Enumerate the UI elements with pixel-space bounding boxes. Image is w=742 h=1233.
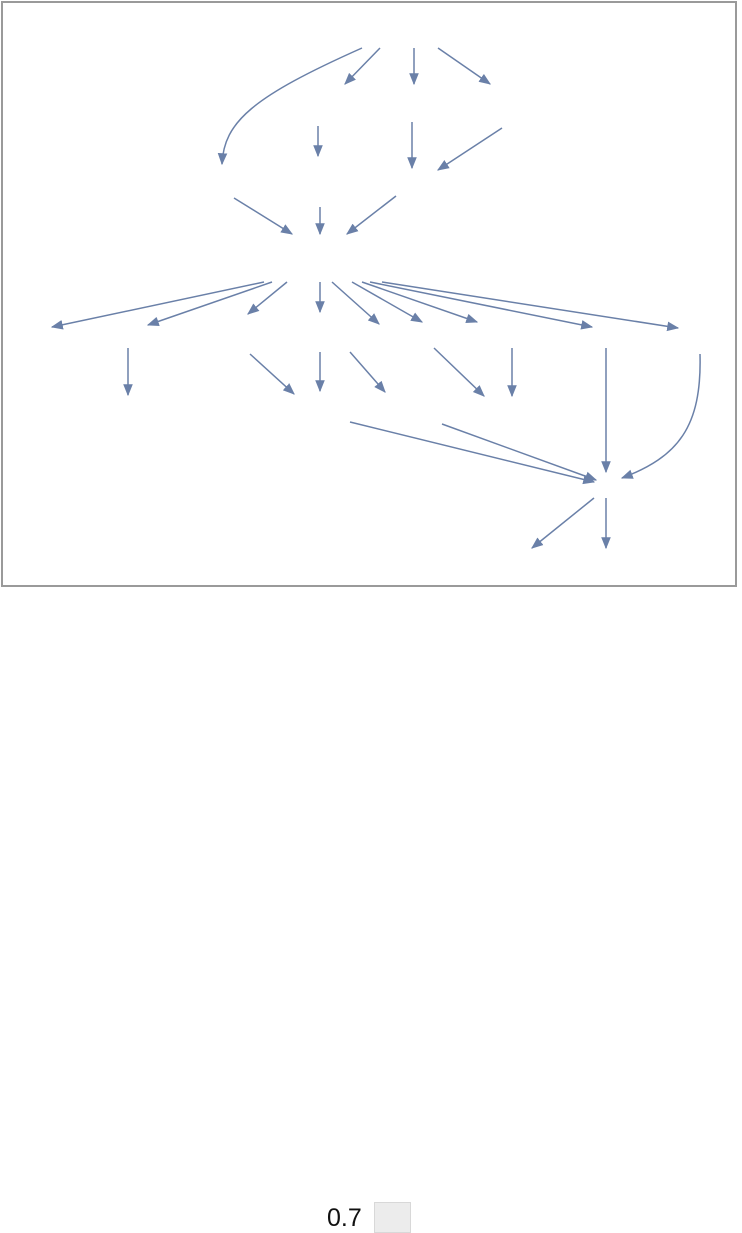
ratio-swatch xyxy=(374,1202,411,1233)
edge-arrow-8 xyxy=(233,197,294,235)
edge-arrow-10 xyxy=(346,195,397,235)
edge-arrow-12 xyxy=(146,281,273,326)
edge-arrow-7 xyxy=(436,127,503,171)
edge-arrow-1 xyxy=(344,47,381,85)
edge-arrow-3 xyxy=(437,47,491,85)
edge-arrow-13 xyxy=(247,281,288,315)
edge-arrow-27 xyxy=(441,423,598,481)
edge-arrow-30 xyxy=(531,497,595,549)
footer: 0.7 xyxy=(0,598,742,1233)
ratio-value: 0.7 xyxy=(327,1204,362,1232)
edge-arrow-17 xyxy=(361,281,479,323)
edge-arrow-11 xyxy=(50,281,265,330)
edge-arrow-23 xyxy=(349,351,386,393)
edge-arrow-16 xyxy=(351,281,424,323)
graph-frame xyxy=(1,1,737,587)
edge-arrow-18 xyxy=(369,281,594,330)
edge-arrow-21 xyxy=(249,353,295,395)
edge-arrow-24 xyxy=(433,347,485,397)
edge-arrow-19 xyxy=(381,281,680,332)
edge-arrow-29 xyxy=(620,353,701,479)
edge-arrow-4 xyxy=(217,47,363,166)
edge-arrow-26 xyxy=(349,421,596,485)
rule-transition-graph xyxy=(50,47,701,550)
edge-arrow-15 xyxy=(331,281,380,325)
